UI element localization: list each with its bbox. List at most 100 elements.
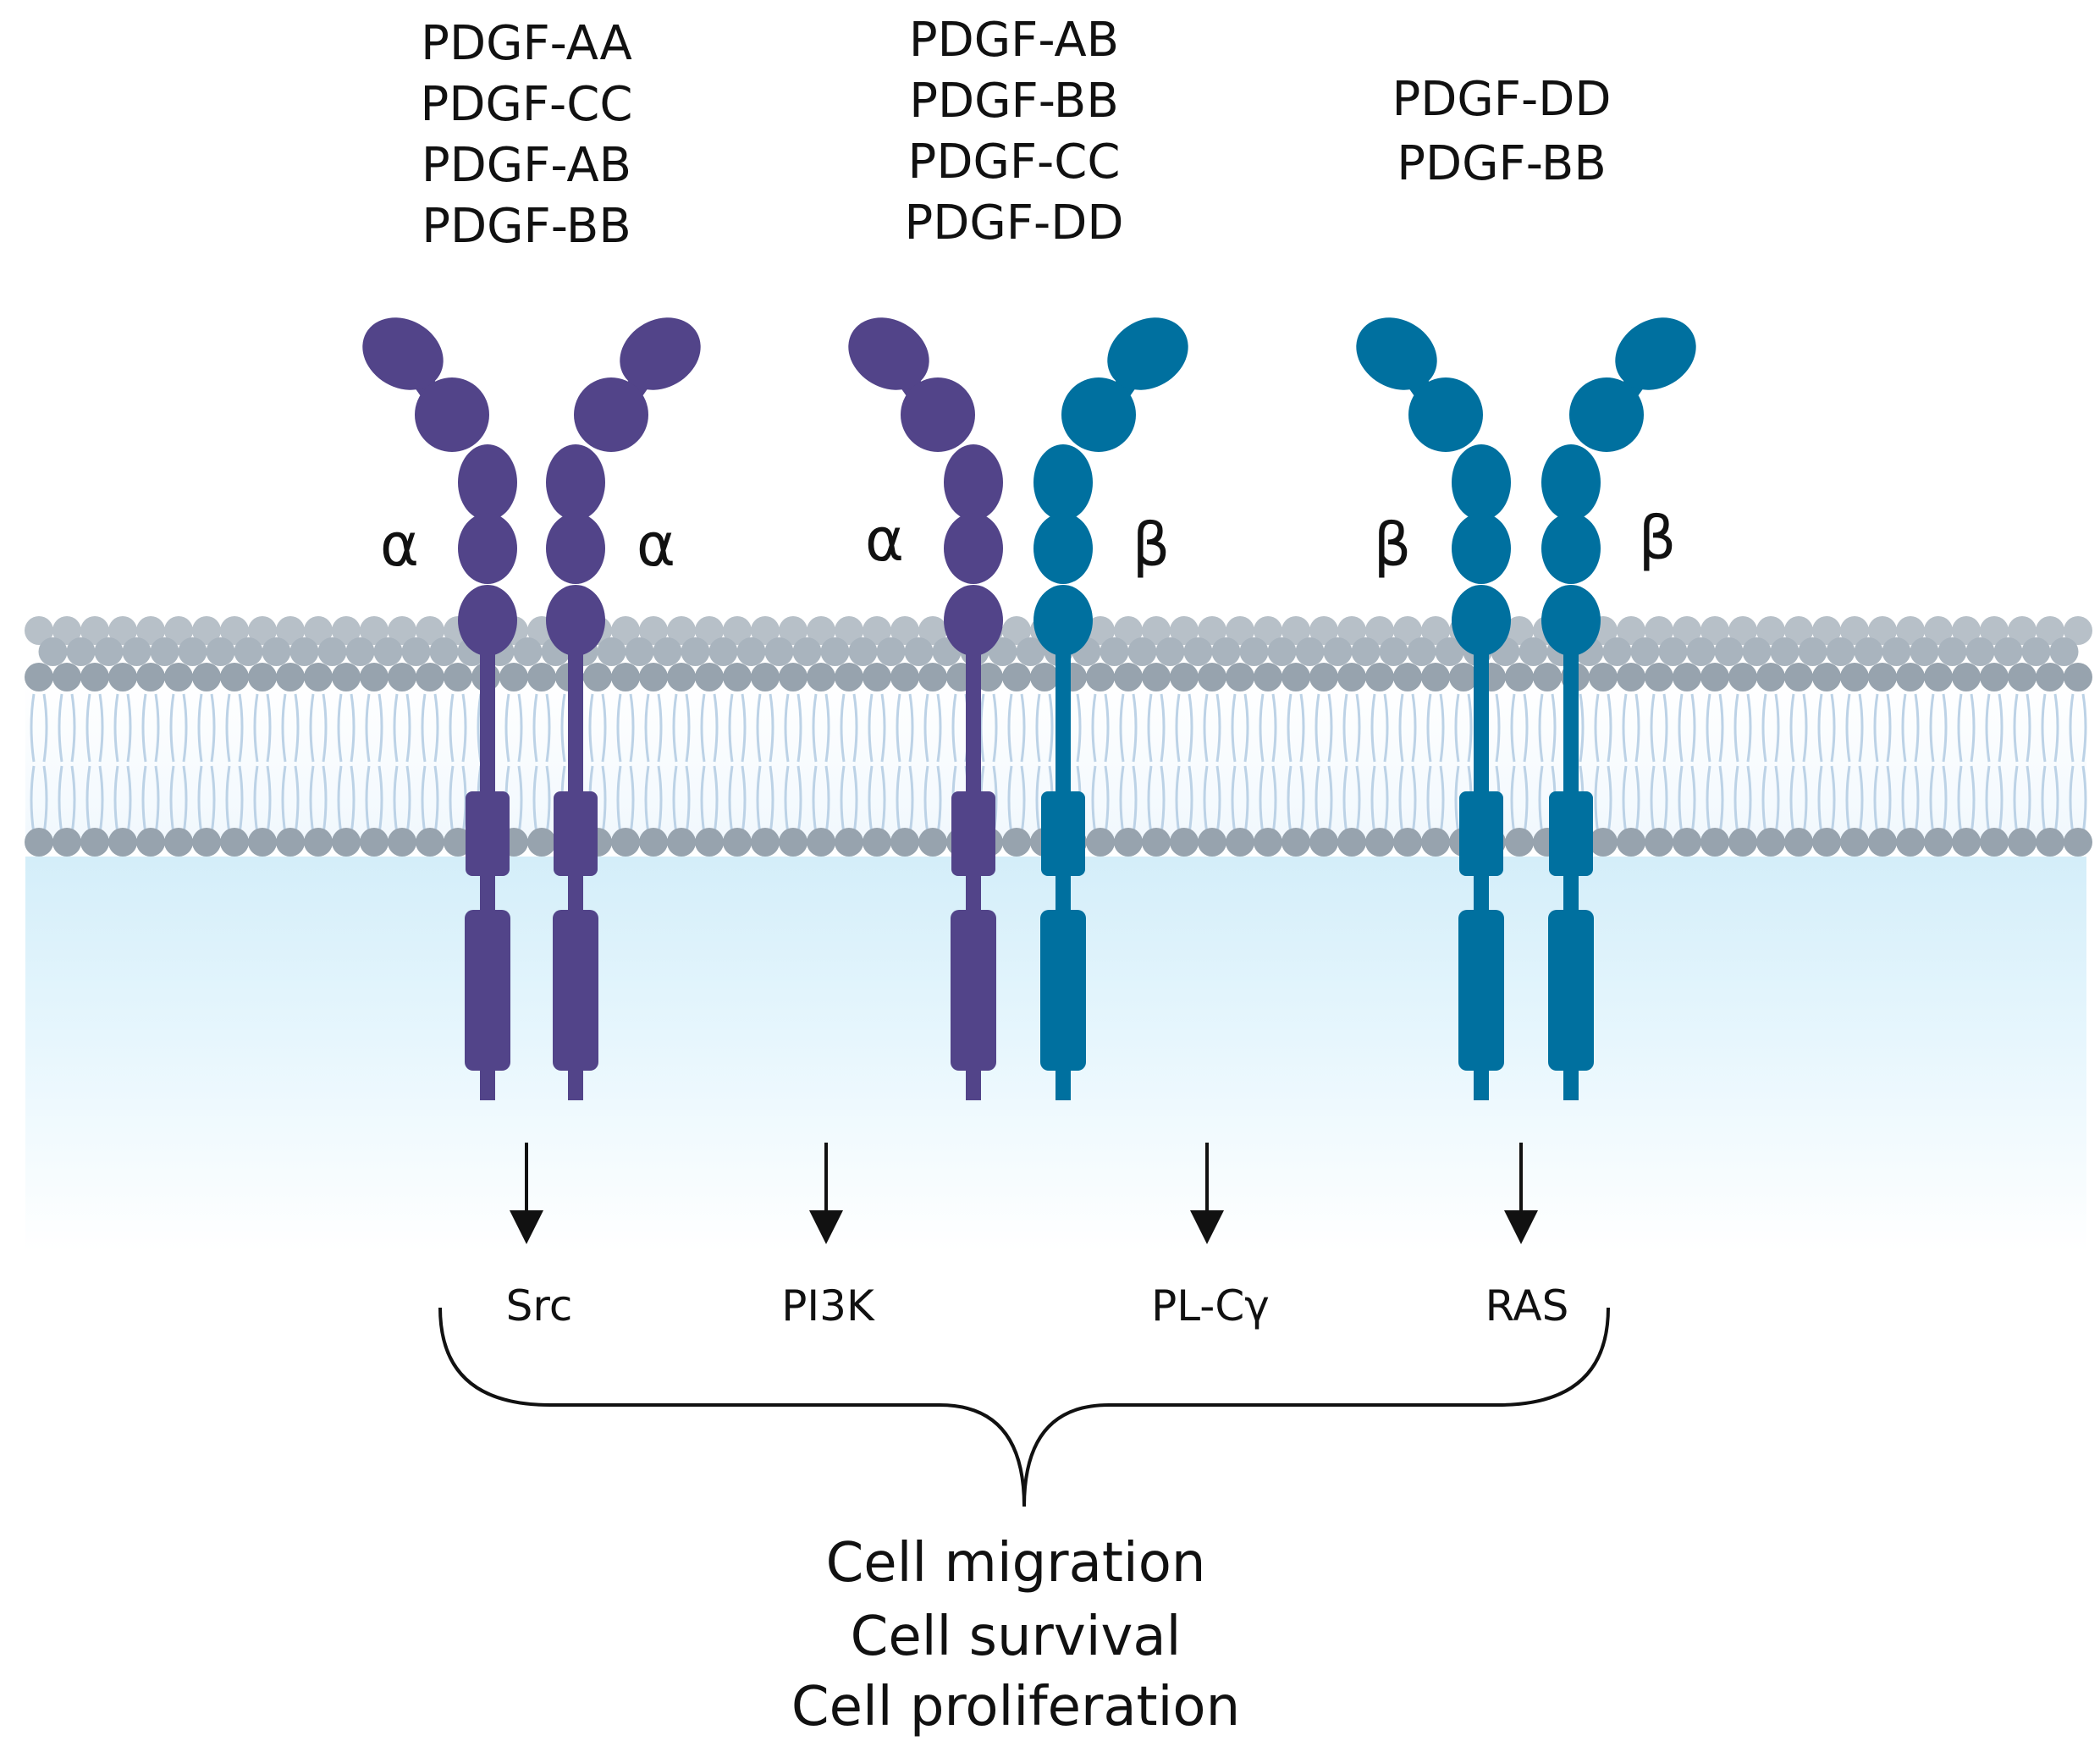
lipid-head xyxy=(108,663,137,691)
lipid-head xyxy=(178,637,207,666)
lipid-head xyxy=(332,663,361,691)
lipid-head xyxy=(1002,828,1031,857)
lipid-head xyxy=(1868,663,1897,691)
lipid-head xyxy=(764,637,794,666)
lipid-head xyxy=(835,828,863,857)
lipid-head xyxy=(25,616,53,645)
lipid-head xyxy=(1170,616,1199,645)
effector-plcg: PL-Cγ xyxy=(1151,1281,1270,1331)
subunit-label-beta: β xyxy=(1639,504,1677,573)
lipid-head xyxy=(2049,637,2079,666)
ig-like-domain xyxy=(1569,377,1644,452)
lipid-head xyxy=(164,616,193,645)
ig-like-domain xyxy=(1061,377,1136,452)
lipid-head xyxy=(150,637,179,666)
lipid-head xyxy=(1645,663,1673,691)
lipid-head xyxy=(2008,616,2037,645)
outcome-survival: Cell survival xyxy=(851,1606,1182,1668)
ig-like-domain xyxy=(546,444,605,521)
lipid-head xyxy=(276,663,305,691)
lipid-head xyxy=(2064,616,2092,645)
ig-like-domain xyxy=(944,585,1003,656)
subunit-labels: α α α β β β xyxy=(380,504,1676,580)
lipid-head xyxy=(890,663,919,691)
lipid-head xyxy=(1700,616,1729,645)
outcome-labels: Cell migration Cell survival Cell prolif… xyxy=(791,1532,1240,1738)
lipid-head xyxy=(779,828,807,857)
lipid-head xyxy=(1589,663,1618,691)
lipid-head xyxy=(1924,616,1953,645)
outcome-proliferation: Cell proliferation xyxy=(791,1676,1240,1738)
receptor-chain xyxy=(362,317,517,1100)
lipid-head xyxy=(1980,828,2009,857)
lipid-head xyxy=(513,637,543,666)
effector-labels: Src PI3K PL-Cγ RAS xyxy=(506,1281,1569,1331)
lipid-head xyxy=(681,637,710,666)
ig-like-domain xyxy=(1107,317,1188,390)
lipid-head xyxy=(695,828,724,857)
lipid-head xyxy=(1226,828,1254,857)
ig-like-domain xyxy=(574,377,648,452)
lipid-head xyxy=(416,616,444,645)
lipid-head xyxy=(164,828,193,857)
lipid-head xyxy=(206,637,235,666)
lipid-head xyxy=(388,828,416,857)
lipid-head xyxy=(904,637,934,666)
juxtamembrane-domain xyxy=(1549,791,1593,876)
lipid-head xyxy=(1840,663,1869,691)
lipid-head xyxy=(1882,637,1911,666)
lipid-head xyxy=(234,637,263,666)
lipid-head xyxy=(1868,616,1897,645)
lipid-head xyxy=(2036,663,2064,691)
lipid-head xyxy=(1281,616,1310,645)
lipid-head xyxy=(611,616,640,645)
lipid-head xyxy=(1617,663,1645,691)
juxtamembrane-domain xyxy=(466,791,510,876)
lipid-head xyxy=(1896,828,1925,857)
lipid-head xyxy=(779,616,807,645)
lipid-head xyxy=(611,663,640,691)
lipid-head xyxy=(1142,616,1171,645)
lipid-head xyxy=(1952,616,1981,645)
lipid-head xyxy=(1309,663,1338,691)
lipid-head xyxy=(792,637,822,666)
juxtamembrane-domain xyxy=(1041,791,1085,876)
lipid-head xyxy=(1170,663,1199,691)
lipid-head xyxy=(304,663,333,691)
lipid-head xyxy=(1910,637,1939,666)
lipid-head xyxy=(1700,663,1729,691)
lipid-head xyxy=(1617,616,1645,645)
lipid-head xyxy=(360,663,389,691)
lipid-head xyxy=(1700,828,1729,857)
lipid-head xyxy=(639,616,668,645)
lipid-head xyxy=(80,663,109,691)
lipid-head xyxy=(1519,637,1548,666)
grouping-brace xyxy=(438,1307,1610,1507)
lipid-head xyxy=(625,637,654,666)
receptor-chain xyxy=(1033,317,1188,1100)
kinase-domain xyxy=(1548,910,1594,1071)
lipid-head xyxy=(807,663,835,691)
subunit-label-alpha: α xyxy=(865,505,904,575)
lipid-head xyxy=(1686,637,1716,666)
lipid-head xyxy=(1002,616,1031,645)
ig-like-domain xyxy=(1541,585,1601,656)
lipid-head xyxy=(164,663,193,691)
lipid-head xyxy=(1421,663,1450,691)
lipid-head xyxy=(1183,637,1213,666)
lipid-head xyxy=(332,616,361,645)
lipid-head xyxy=(863,828,891,857)
lipid-head xyxy=(2036,828,2064,857)
lipid-head xyxy=(1142,828,1171,857)
lipid-head xyxy=(38,637,68,666)
lipid-head xyxy=(276,616,305,645)
lipid-head xyxy=(1086,616,1115,645)
ig-like-domain xyxy=(1541,513,1601,584)
lipid-head xyxy=(1658,637,1688,666)
lipid-head xyxy=(918,828,947,857)
lipid-head xyxy=(192,616,221,645)
lipid-head xyxy=(1533,663,1562,691)
lipid-head xyxy=(863,663,891,691)
lipid-head xyxy=(1211,637,1241,666)
lipid-head xyxy=(1589,828,1618,857)
